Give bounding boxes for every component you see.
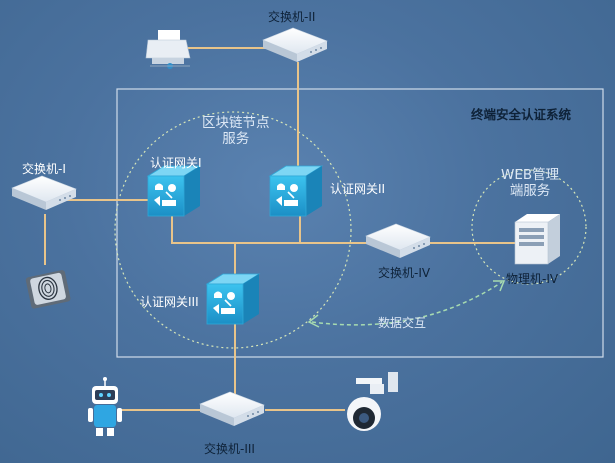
surveillance-camera-icon (347, 372, 398, 431)
switch-1-icon (11, 175, 77, 211)
web-label-line2: 端服务 (509, 183, 551, 199)
switch-3-icon (199, 391, 265, 427)
gateway-1-icon (147, 165, 201, 217)
network-wires (44, 47, 515, 411)
blockchain-zone (114, 111, 352, 349)
web-label-line1: WEB管理 (501, 167, 560, 183)
gateway-1-label: 认证网关I (150, 156, 202, 170)
web-zone (471, 169, 587, 285)
blockchain-label-line1: 区块链节点 (202, 115, 270, 131)
switch-1-label: 交换机-I (22, 162, 66, 176)
data-exchange-arc (311, 281, 503, 326)
switch-4-icon (365, 223, 431, 259)
gateway-3-label: 认证网关III (140, 295, 199, 309)
server-label: 物理机-IV (506, 272, 559, 286)
fingerprint-scanner-icon (25, 270, 71, 309)
printer-icon (145, 30, 191, 69)
data-exchange-label: 数据交互 (378, 316, 427, 330)
gateway-2-icon (269, 165, 323, 217)
switch-3-label: 交换机-III (204, 442, 255, 456)
robot-icon (88, 377, 122, 436)
switch-4-label: 交换机-IV (378, 266, 431, 280)
switch-2-label: 交换机-II (268, 10, 316, 24)
blockchain-label: 区块链节点 服务 (202, 115, 270, 147)
switch-2-icon (262, 27, 328, 63)
server-tower-icon (514, 214, 560, 265)
gateway-3-icon (206, 273, 260, 325)
web-label: WEB管理 端服务 (501, 167, 559, 199)
system-title: 终端安全认证系统 (471, 107, 572, 122)
gateway-2-label: 认证网关II (330, 182, 386, 196)
system-boundary (116, 88, 604, 358)
blockchain-label-line2: 服务 (222, 131, 250, 147)
